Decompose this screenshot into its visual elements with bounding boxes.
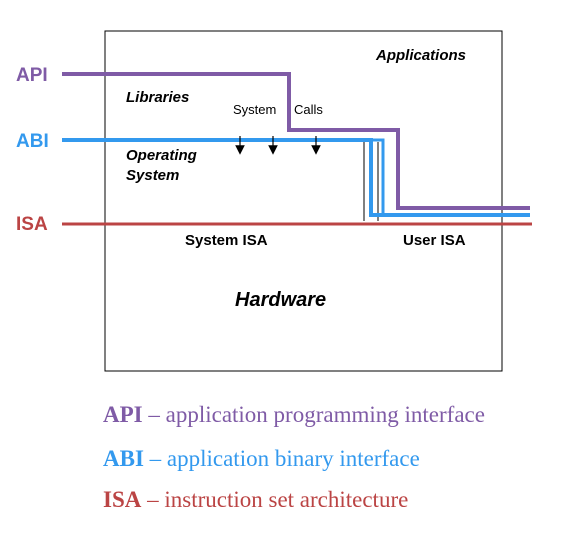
isa-side-label: ISA [16, 214, 48, 235]
abi-side-label: ABI [16, 131, 49, 152]
applications-label: Applications [375, 47, 466, 64]
legend-abi: ABI – application binary interface [103, 446, 420, 472]
legend-abi-definition: application binary interface [166, 446, 420, 471]
operating-system-label-line2: System [126, 167, 179, 184]
hardware-label: Hardware [235, 289, 326, 311]
legend-isa: ISA – instruction set architecture [103, 487, 408, 513]
legend-api-separator: – [142, 402, 166, 427]
system-isa-label: System ISA [185, 232, 268, 249]
legend-api-term: API [103, 402, 143, 427]
libraries-label: Libraries [126, 89, 189, 106]
legend-isa-term: ISA [103, 487, 142, 512]
legend-abi-separator: – [143, 446, 167, 471]
operating-system-label-line1: Operating [126, 147, 197, 164]
legend-isa-definition: instruction set architecture [164, 487, 409, 512]
legend-abi-term: ABI [103, 446, 144, 471]
api-line [62, 72, 530, 210]
api-side-label: API [16, 65, 48, 86]
legend-isa-separator: – [141, 487, 165, 512]
system-box [104, 30, 503, 372]
legend-api-definition: application programming interface [165, 402, 485, 427]
legend-api: API – application programming interface [103, 402, 485, 428]
system-label: System [233, 102, 276, 117]
calls-label: Calls [294, 102, 323, 117]
abi-line-inner [371, 138, 385, 215]
user-isa-label: User ISA [403, 232, 466, 249]
abi-line [62, 138, 530, 217]
